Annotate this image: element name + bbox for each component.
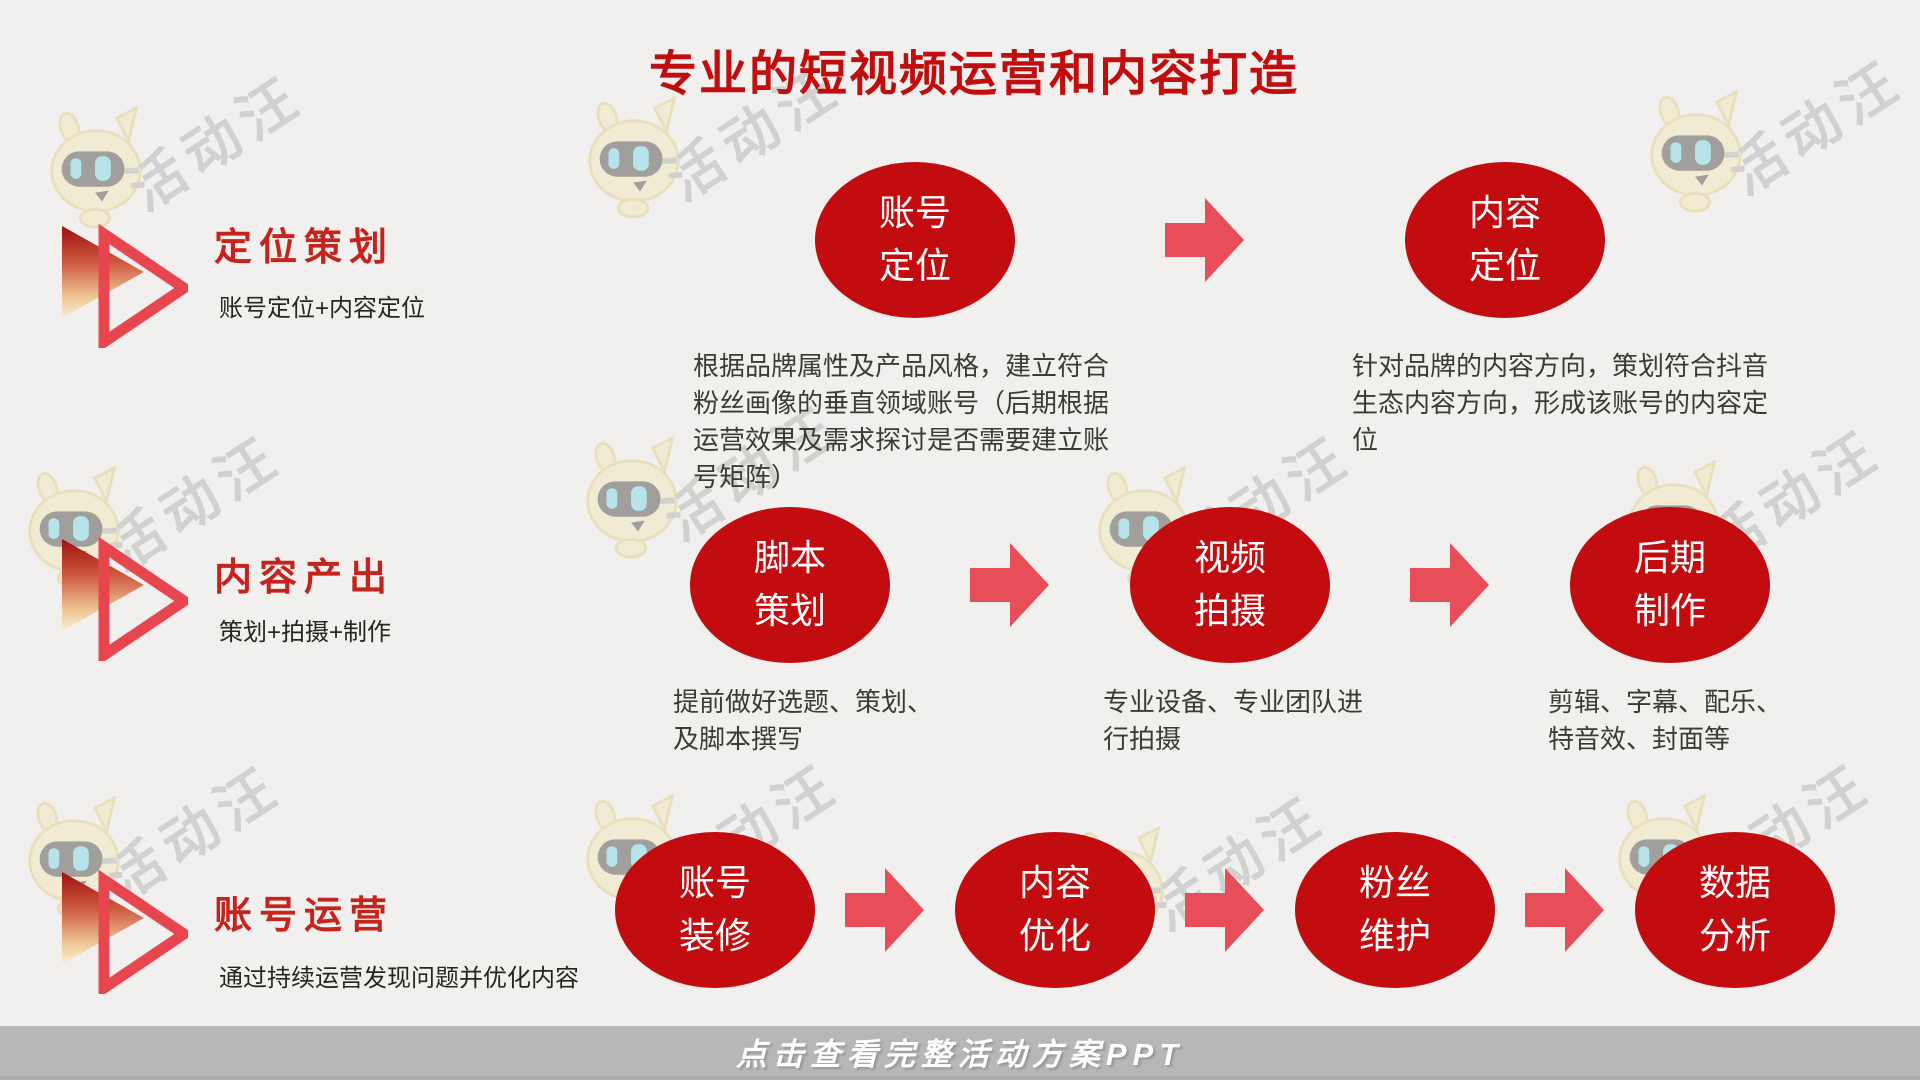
node-label-line: 优化 xyxy=(1018,915,1091,956)
flow-arrow-icon xyxy=(1185,868,1264,952)
description-line: 专业设备、专业团队进 xyxy=(1103,687,1364,717)
row-heading-account-operation: 账号运营 xyxy=(214,895,395,937)
node-label-line: 账号 xyxy=(878,192,951,234)
footer-label: 点击查看完整活动方案PPT xyxy=(735,1036,1185,1072)
node-label-line: 视频 xyxy=(1193,537,1266,579)
page-title: 专业的短视频运营和内容打造 xyxy=(648,48,1299,101)
description-line: 位 xyxy=(1352,425,1379,455)
description-video-shooting: 专业设备、专业团队进 行拍摄 xyxy=(1103,684,1363,758)
node-label-line: 拍摄 xyxy=(1193,590,1266,631)
description-line: 行拍摄 xyxy=(1103,724,1182,754)
description-line: 运营效果及需求探讨是否需要建立账 xyxy=(693,425,1110,455)
node-label-line: 定位 xyxy=(1468,245,1541,286)
flow-arrow-icon xyxy=(845,868,924,952)
description-line: 粉丝画像的垂直领域账号（后期根据 xyxy=(693,388,1110,418)
row-subtitle-content-production: 策划+拍摄+制作 xyxy=(219,619,392,646)
node-label-line: 内容 xyxy=(1018,862,1091,904)
step-arrow-icon xyxy=(62,869,188,994)
node-label-line: 账号 xyxy=(678,862,751,904)
flow-node-data-analysis: 数据 分析 xyxy=(1635,832,1835,988)
flow-node-content-positioning: 内容 定位 xyxy=(1405,162,1605,318)
node-label-line: 后期 xyxy=(1633,537,1706,579)
description-line: 及脚本撰写 xyxy=(673,724,804,754)
row-subtitle-account-operation: 通过持续运营发现问题并优化内容 xyxy=(219,965,579,992)
node-label-line: 内容 xyxy=(1468,192,1541,234)
description-line: 号矩阵） xyxy=(693,462,798,492)
description-content-positioning: 针对品牌的内容方向，策划符合抖音 生态内容方向，形成该账号的内容定 位 xyxy=(1352,348,1768,459)
flow-node-account-decoration: 账号 装修 xyxy=(615,832,815,988)
row-heading-content-production: 内容产出 xyxy=(214,557,395,599)
flow-node-video-shooting: 视频 拍摄 xyxy=(1130,507,1330,663)
flow-arrow-icon xyxy=(1165,198,1244,282)
description-line: 特音效、封面等 xyxy=(1548,724,1731,754)
flow-arrow-icon xyxy=(1525,868,1604,952)
description-line: 提前做好选题、策划、 xyxy=(673,687,934,717)
node-label-line: 脚本 xyxy=(753,537,826,579)
node-label-line: 数据 xyxy=(1698,862,1771,904)
description-line: 生态内容方向，形成该账号的内容定 xyxy=(1352,388,1769,418)
row-heading-positioning: 定位策划 xyxy=(214,227,395,269)
mascot-dog-icon xyxy=(586,436,678,559)
step-arrow-icon xyxy=(62,536,188,661)
flow-arrow-icon xyxy=(970,543,1049,627)
node-label-line: 装修 xyxy=(678,915,751,956)
description-line: 根据品牌属性及产品风格，建立符合 xyxy=(693,351,1110,381)
footer-cta[interactable]: 点击查看完整活动方案PPT xyxy=(0,1026,1920,1080)
node-label-line: 策划 xyxy=(753,590,826,631)
flow-node-account-positioning: 账号 定位 xyxy=(815,162,1015,318)
flow-node-script-planning: 脚本 策划 xyxy=(690,507,890,663)
mascot-dog-icon xyxy=(588,96,680,219)
flow-node-content-optimization: 内容 优化 xyxy=(955,832,1155,988)
node-label-line: 定位 xyxy=(878,245,951,286)
node-label-line: 粉丝 xyxy=(1358,862,1431,904)
node-label-line: 制作 xyxy=(1633,590,1706,631)
mascot-dog-icon xyxy=(1650,90,1742,213)
step-arrow-icon xyxy=(62,223,188,348)
node-label-line: 维护 xyxy=(1358,915,1431,956)
description-post-production: 剪辑、字幕、配乐、 特音效、封面等 xyxy=(1548,684,1782,758)
node-label-line: 分析 xyxy=(1698,915,1771,956)
row-subtitle-positioning: 账号定位+内容定位 xyxy=(219,295,426,322)
description-line: 针对品牌的内容方向，策划符合抖音 xyxy=(1352,351,1769,381)
description-account-positioning: 根据品牌属性及产品风格，建立符合 粉丝画像的垂直领域账号（后期根据 运营效果及需… xyxy=(693,348,1109,496)
description-script-planning: 提前做好选题、策划、 及脚本撰写 xyxy=(673,684,933,758)
mascot-dog-icon xyxy=(50,106,142,229)
flow-node-fan-maintenance: 粉丝 维护 xyxy=(1295,832,1495,988)
flow-arrow-icon xyxy=(1410,543,1489,627)
description-line: 剪辑、字幕、配乐、 xyxy=(1548,687,1783,717)
flow-node-post-production: 后期 制作 xyxy=(1570,507,1770,663)
